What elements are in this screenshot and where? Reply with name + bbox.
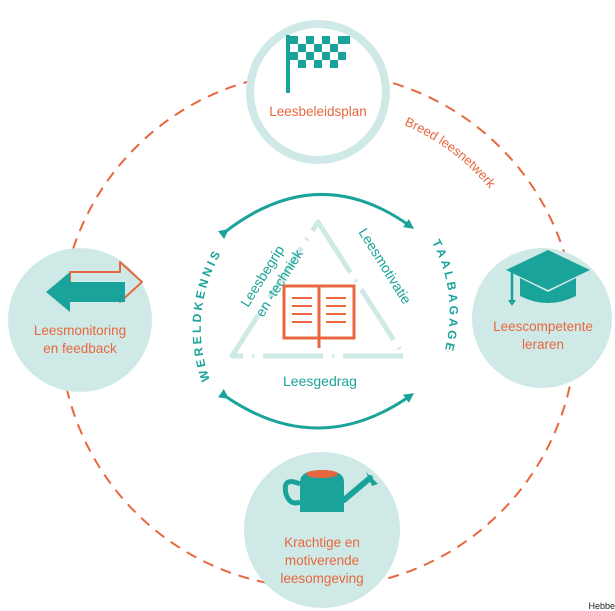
reading-triangle bbox=[229, 219, 407, 359]
graduation-cap-icon bbox=[506, 250, 590, 306]
outer-left-label: WERELDKENNIS bbox=[190, 246, 225, 383]
watering-can-icon bbox=[282, 470, 378, 512]
node-right-label-line1: Leescompetente bbox=[493, 319, 593, 334]
node-top bbox=[246, 20, 390, 164]
triangle-bottom-label: Leesgedrag bbox=[283, 373, 357, 389]
checkered-flag-icon bbox=[286, 35, 350, 93]
open-book-icon bbox=[282, 284, 356, 348]
arrow-bottom bbox=[218, 389, 415, 430]
node-bottom-label-line1: Krachtige en bbox=[284, 535, 360, 550]
two-way-arrow-icon bbox=[46, 261, 143, 312]
node-right bbox=[472, 248, 612, 388]
node-bottom-label-line2: motiverende bbox=[284, 553, 360, 568]
arrow-top bbox=[217, 192, 415, 240]
node-top-label: Leesbeleidsplan bbox=[269, 104, 367, 119]
node-right-label-line2: leraren bbox=[521, 337, 565, 352]
node-bottom-label: Krachtige en motiverende leesomgeving bbox=[256, 534, 388, 588]
node-left-label-line2: en feedback bbox=[43, 341, 117, 356]
node-bottom-label-line3: leesomgeving bbox=[280, 571, 364, 586]
node-left bbox=[8, 248, 152, 392]
node-left-label-line1: Leesmonitoring bbox=[33, 323, 127, 338]
node-left-label: Leesmonitoring en feedback bbox=[18, 322, 142, 358]
footer-text: Hebbe bbox=[588, 601, 615, 611]
outer-right-label: TAALBAGAGE bbox=[429, 237, 460, 355]
network-label: Breed leesnetwerk bbox=[403, 114, 499, 191]
node-right-label: Leescompetente leraren bbox=[480, 318, 606, 354]
